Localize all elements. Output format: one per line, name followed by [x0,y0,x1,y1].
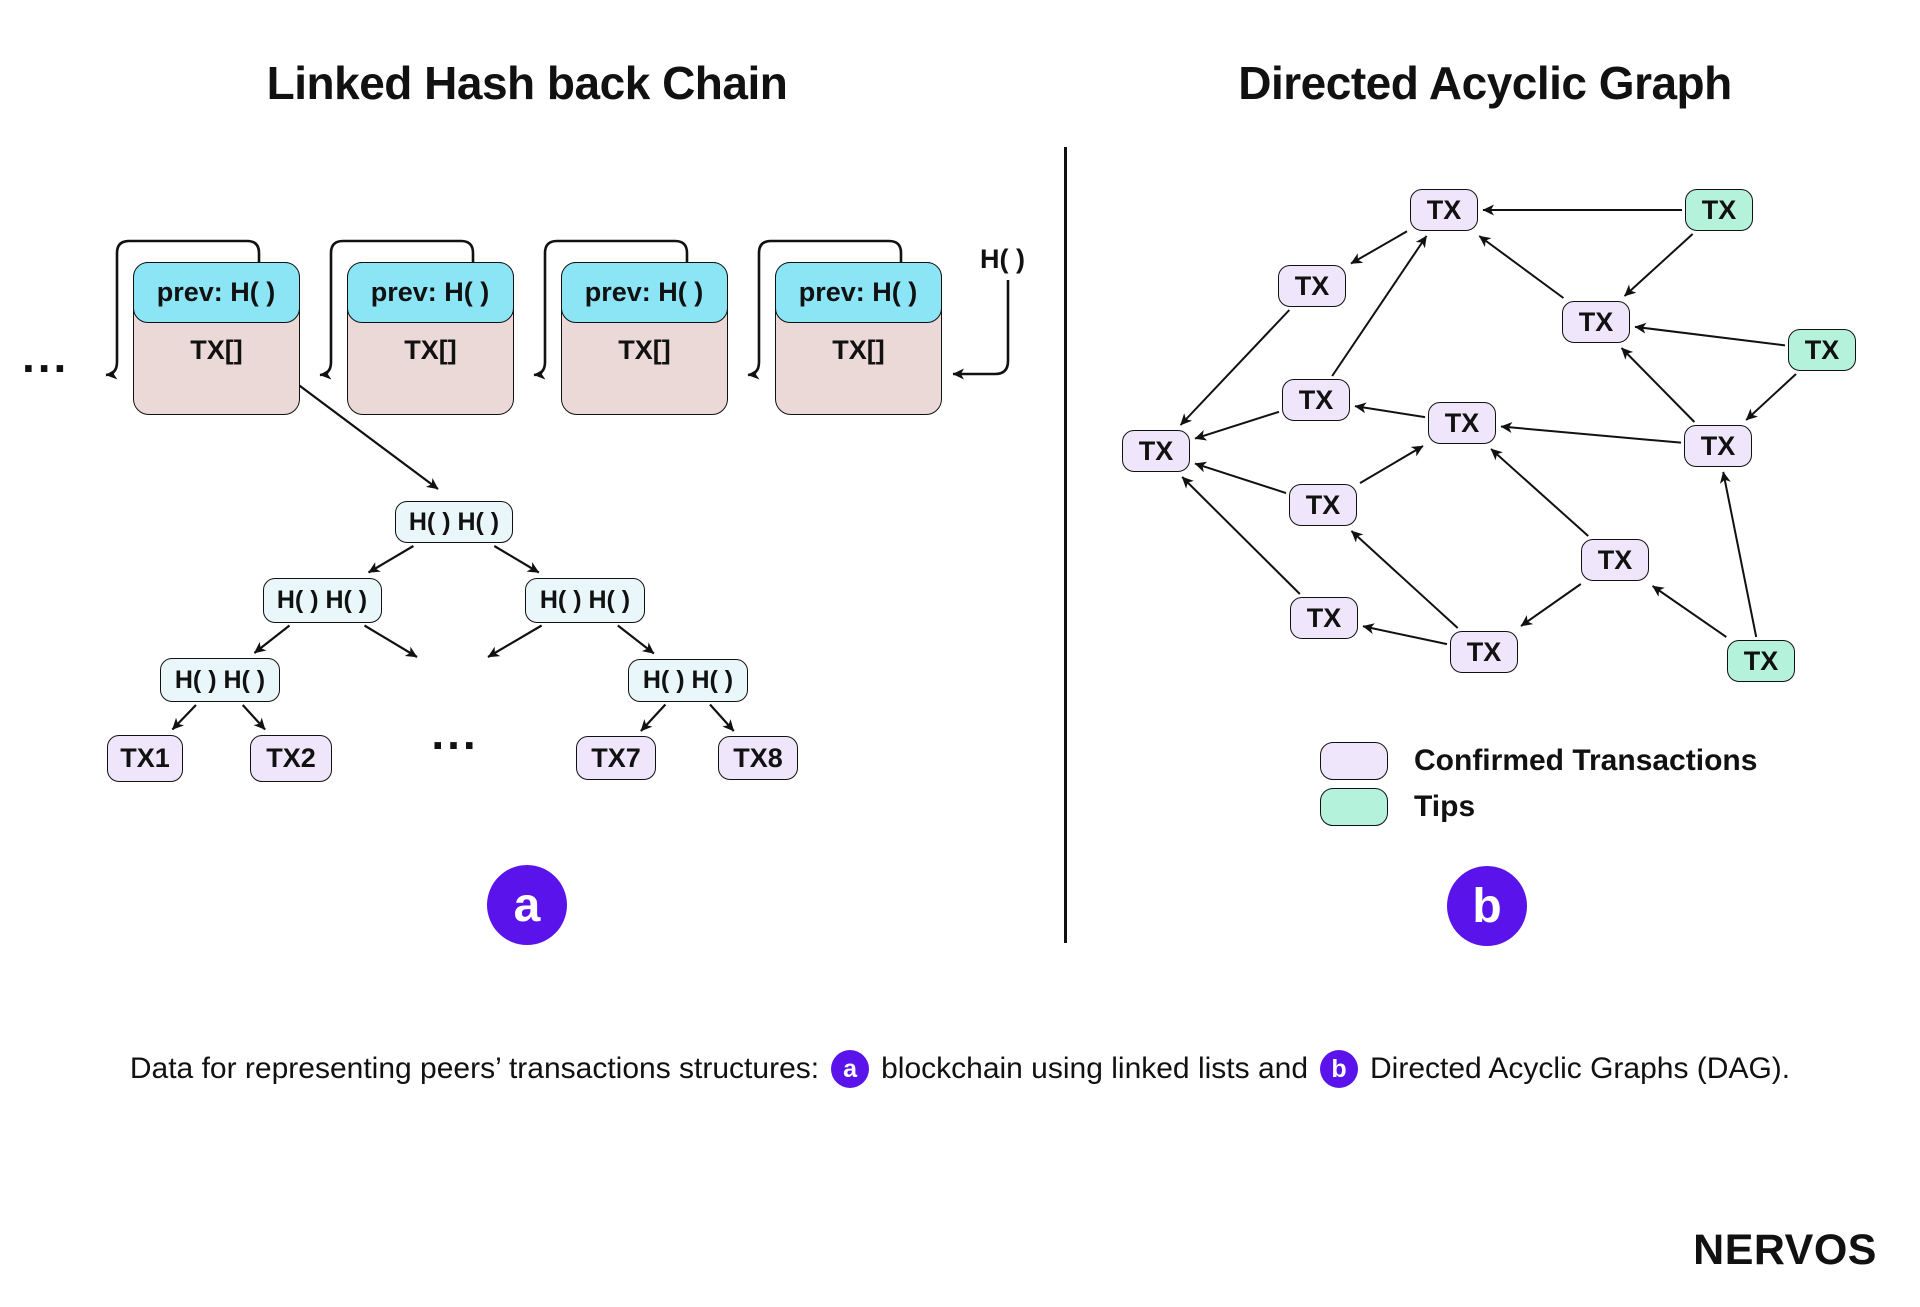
legend: Confirmed Transactions Tips [1320,742,1757,834]
prev-hash-arrow [319,239,475,380]
dag-edge [1500,422,1682,444]
chain-ellipsis: ... [22,330,70,382]
caption-text: Directed Acyclic Graphs (DAG). [1370,1052,1791,1085]
tree-hash-node: H( ) H( ) [160,658,280,702]
tree-leaf-tx8: TX8 [718,736,798,780]
dag-node-confirmed: TX [1122,430,1190,472]
dag-edge [1181,476,1301,595]
caption-text: Data for representing peers’ transaction… [129,1052,820,1085]
newest-hash-arrow [952,280,1010,380]
tree-edge [253,624,291,654]
dag-edge [1634,322,1786,347]
nervos-logo: NERVOS [1693,1226,1877,1274]
left-panel-title: Linked Hash back Chain [266,57,788,109]
block-body: TX[] [404,335,457,365]
dag-edge [1745,373,1797,421]
dag-edge [1179,309,1291,426]
dag-node-confirmed: TX [1450,631,1518,673]
tree-leaf-tx7: TX7 [576,736,656,780]
dag-edge [1362,623,1448,646]
dag-node-confirmed: TX [1581,539,1649,581]
right-panel-title: Directed Acyclic Graph [1238,57,1732,109]
tree-edge [709,703,735,732]
block-body: TX[] [832,335,885,365]
dag-edge [1478,235,1565,299]
legend-row-tips: Tips [1320,788,1757,826]
caption-text: blockchain using linked lists and [881,1052,1309,1085]
block-2: prev: H( ) TX[] [346,261,514,415]
dag-node-confirmed: TX [1289,484,1357,526]
dag-edge [1520,583,1582,627]
dag-edge [1194,461,1287,494]
dag-edge [1194,410,1280,441]
dag-node-tip: TX [1788,329,1856,371]
dag-edge [1331,235,1428,377]
tree-edge [171,704,197,731]
caption-b-badge: b [1320,1050,1359,1088]
tree-edge [493,545,540,574]
confirmed-swatch [1320,742,1388,780]
tree-edge [640,703,667,732]
tree-ellipsis: ... [431,707,479,759]
panel-divider [1064,147,1067,943]
tips-swatch [1320,788,1388,826]
tree-hash-node: H( ) H( ) [525,577,645,623]
tree-edge [487,624,543,658]
dag-edge [1719,471,1758,638]
tree-hash-node: H( ) H( ) [395,501,513,543]
dag-edge [1490,448,1589,537]
legend-row-confirmed: Confirmed Transactions [1320,742,1757,780]
tree-edge [367,545,414,574]
panel-a-badge: a [487,865,567,945]
block-4: prev: H( ) TX[] [774,261,942,415]
dag-node-confirmed: TX [1428,402,1496,444]
block-body: TX[] [190,335,243,365]
caption-a-badge: a [831,1050,870,1088]
block-3: prev: H( ) TX[] [560,261,728,415]
block-1: prev: H( ) TX[] [132,261,300,415]
dag-edge [1623,233,1694,297]
prev-hash-arrow [747,239,903,380]
prev-hash-arrow [105,239,261,380]
dag-node-confirmed: TX [1290,597,1358,639]
dag-edge [1620,347,1696,423]
legend-label: Tips [1414,790,1476,823]
tree-leaf-tx2: TX2 [250,734,332,782]
dag-node-tip: TX [1727,640,1795,682]
dag-node-confirmed: TX [1410,189,1478,231]
block-body: TX[] [618,335,671,365]
dag-node-confirmed: TX [1282,379,1350,421]
block-header: prev: H( ) [346,261,514,323]
dag-node-confirmed: TX [1278,265,1346,307]
dag-edge [1354,402,1426,419]
dag-edge [1359,445,1424,485]
block-header: prev: H( ) [560,261,728,323]
dag-node-confirmed: TX [1562,301,1630,343]
dag-edge [1350,230,1408,265]
newest-hash-label: H( ) [980,244,1025,274]
block-header: prev: H( ) [132,261,300,323]
dag-edge [1652,585,1727,638]
legend-label: Confirmed Transactions [1414,744,1758,777]
tree-hash-node: H( ) H( ) [262,577,382,623]
tree-leaf-tx1: TX1 [107,734,183,782]
figure-caption: Data for representing peers’ transaction… [0,1050,1920,1088]
panel-b-badge: b [1447,866,1527,946]
tree-edge [617,624,655,655]
dag-node-tip: TX [1685,189,1753,231]
tree-edge [363,624,418,658]
tree-hash-node: H( ) H( ) [628,658,748,702]
dag-node-confirmed: TX [1684,425,1752,467]
dag-edge [1350,530,1459,629]
tree-edge [241,704,266,731]
prev-hash-arrow [533,239,689,380]
block-header: prev: H( ) [774,261,942,323]
